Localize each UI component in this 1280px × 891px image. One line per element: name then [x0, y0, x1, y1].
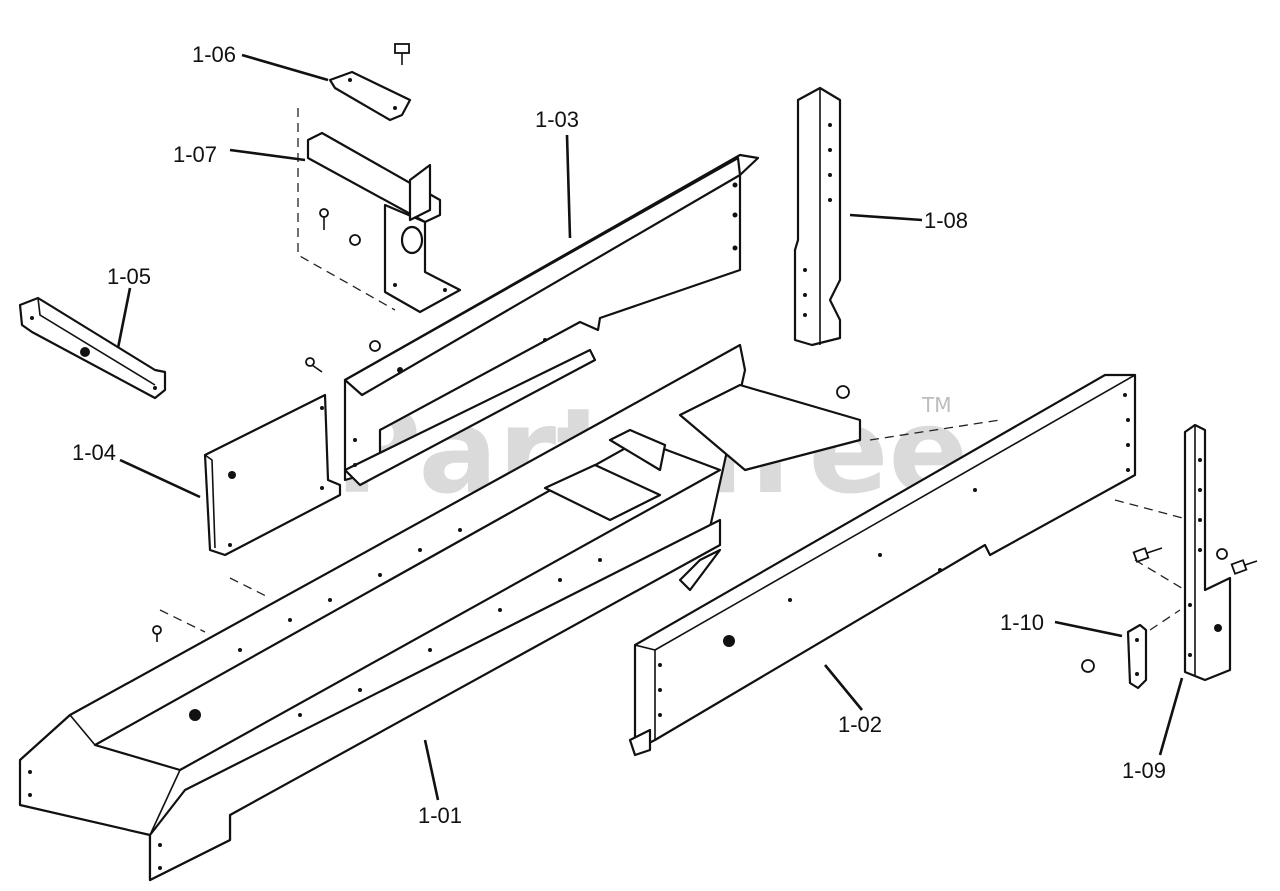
- label-1-06: 1-06: [192, 42, 236, 67]
- part-bracket-assembly[interactable]: [306, 131, 462, 314]
- part-small-bracket[interactable]: [18, 296, 167, 400]
- part-upper-rail[interactable]: [343, 153, 760, 487]
- alignment-lines: [159, 108, 1191, 633]
- part-right-channel[interactable]: [628, 373, 1137, 757]
- label-1-03: 1-03: [535, 107, 579, 132]
- bolt-icon-3: [1230, 559, 1258, 575]
- nut-icon-4: [1216, 548, 1228, 560]
- nut-icon-2: [369, 340, 381, 352]
- part-main-frame[interactable]: [18, 343, 862, 882]
- bolt-icon-2: [1132, 547, 1163, 563]
- bolt-icon: [394, 43, 410, 65]
- label-1-05: 1-05: [107, 264, 151, 289]
- part-top-plate[interactable]: [328, 70, 412, 122]
- hardware: [152, 43, 1258, 673]
- nut-icon-3: [836, 385, 850, 399]
- watermark-trademark: TM: [921, 393, 951, 417]
- screw-icon-3: [152, 625, 162, 642]
- screw-icon: [319, 208, 329, 230]
- label-1-01: 1-01: [418, 803, 462, 828]
- part-right-vertical-bracket[interactable]: [1183, 423, 1232, 682]
- label-1-07: 1-07: [173, 142, 217, 167]
- label-1-04: 1-04: [72, 440, 116, 465]
- label-1-09: 1-09: [1122, 758, 1166, 783]
- screw-icon-2: [305, 357, 323, 373]
- label-1-08: 1-08: [924, 208, 968, 233]
- nut-icon: [349, 234, 361, 246]
- label-1-10: 1-10: [1000, 610, 1044, 635]
- callout-labels: 1-01 1-02 1-03 1-04 1-05 1-06 1-07 1-08 …: [72, 42, 1166, 828]
- nut-icon-5: [1081, 659, 1095, 673]
- part-link-plate[interactable]: [1126, 623, 1148, 690]
- leader-lines: [116, 53, 1184, 801]
- part-vertical-post[interactable]: [793, 86, 842, 347]
- part-side-plate[interactable]: [203, 393, 342, 557]
- label-1-02: 1-02: [838, 712, 882, 737]
